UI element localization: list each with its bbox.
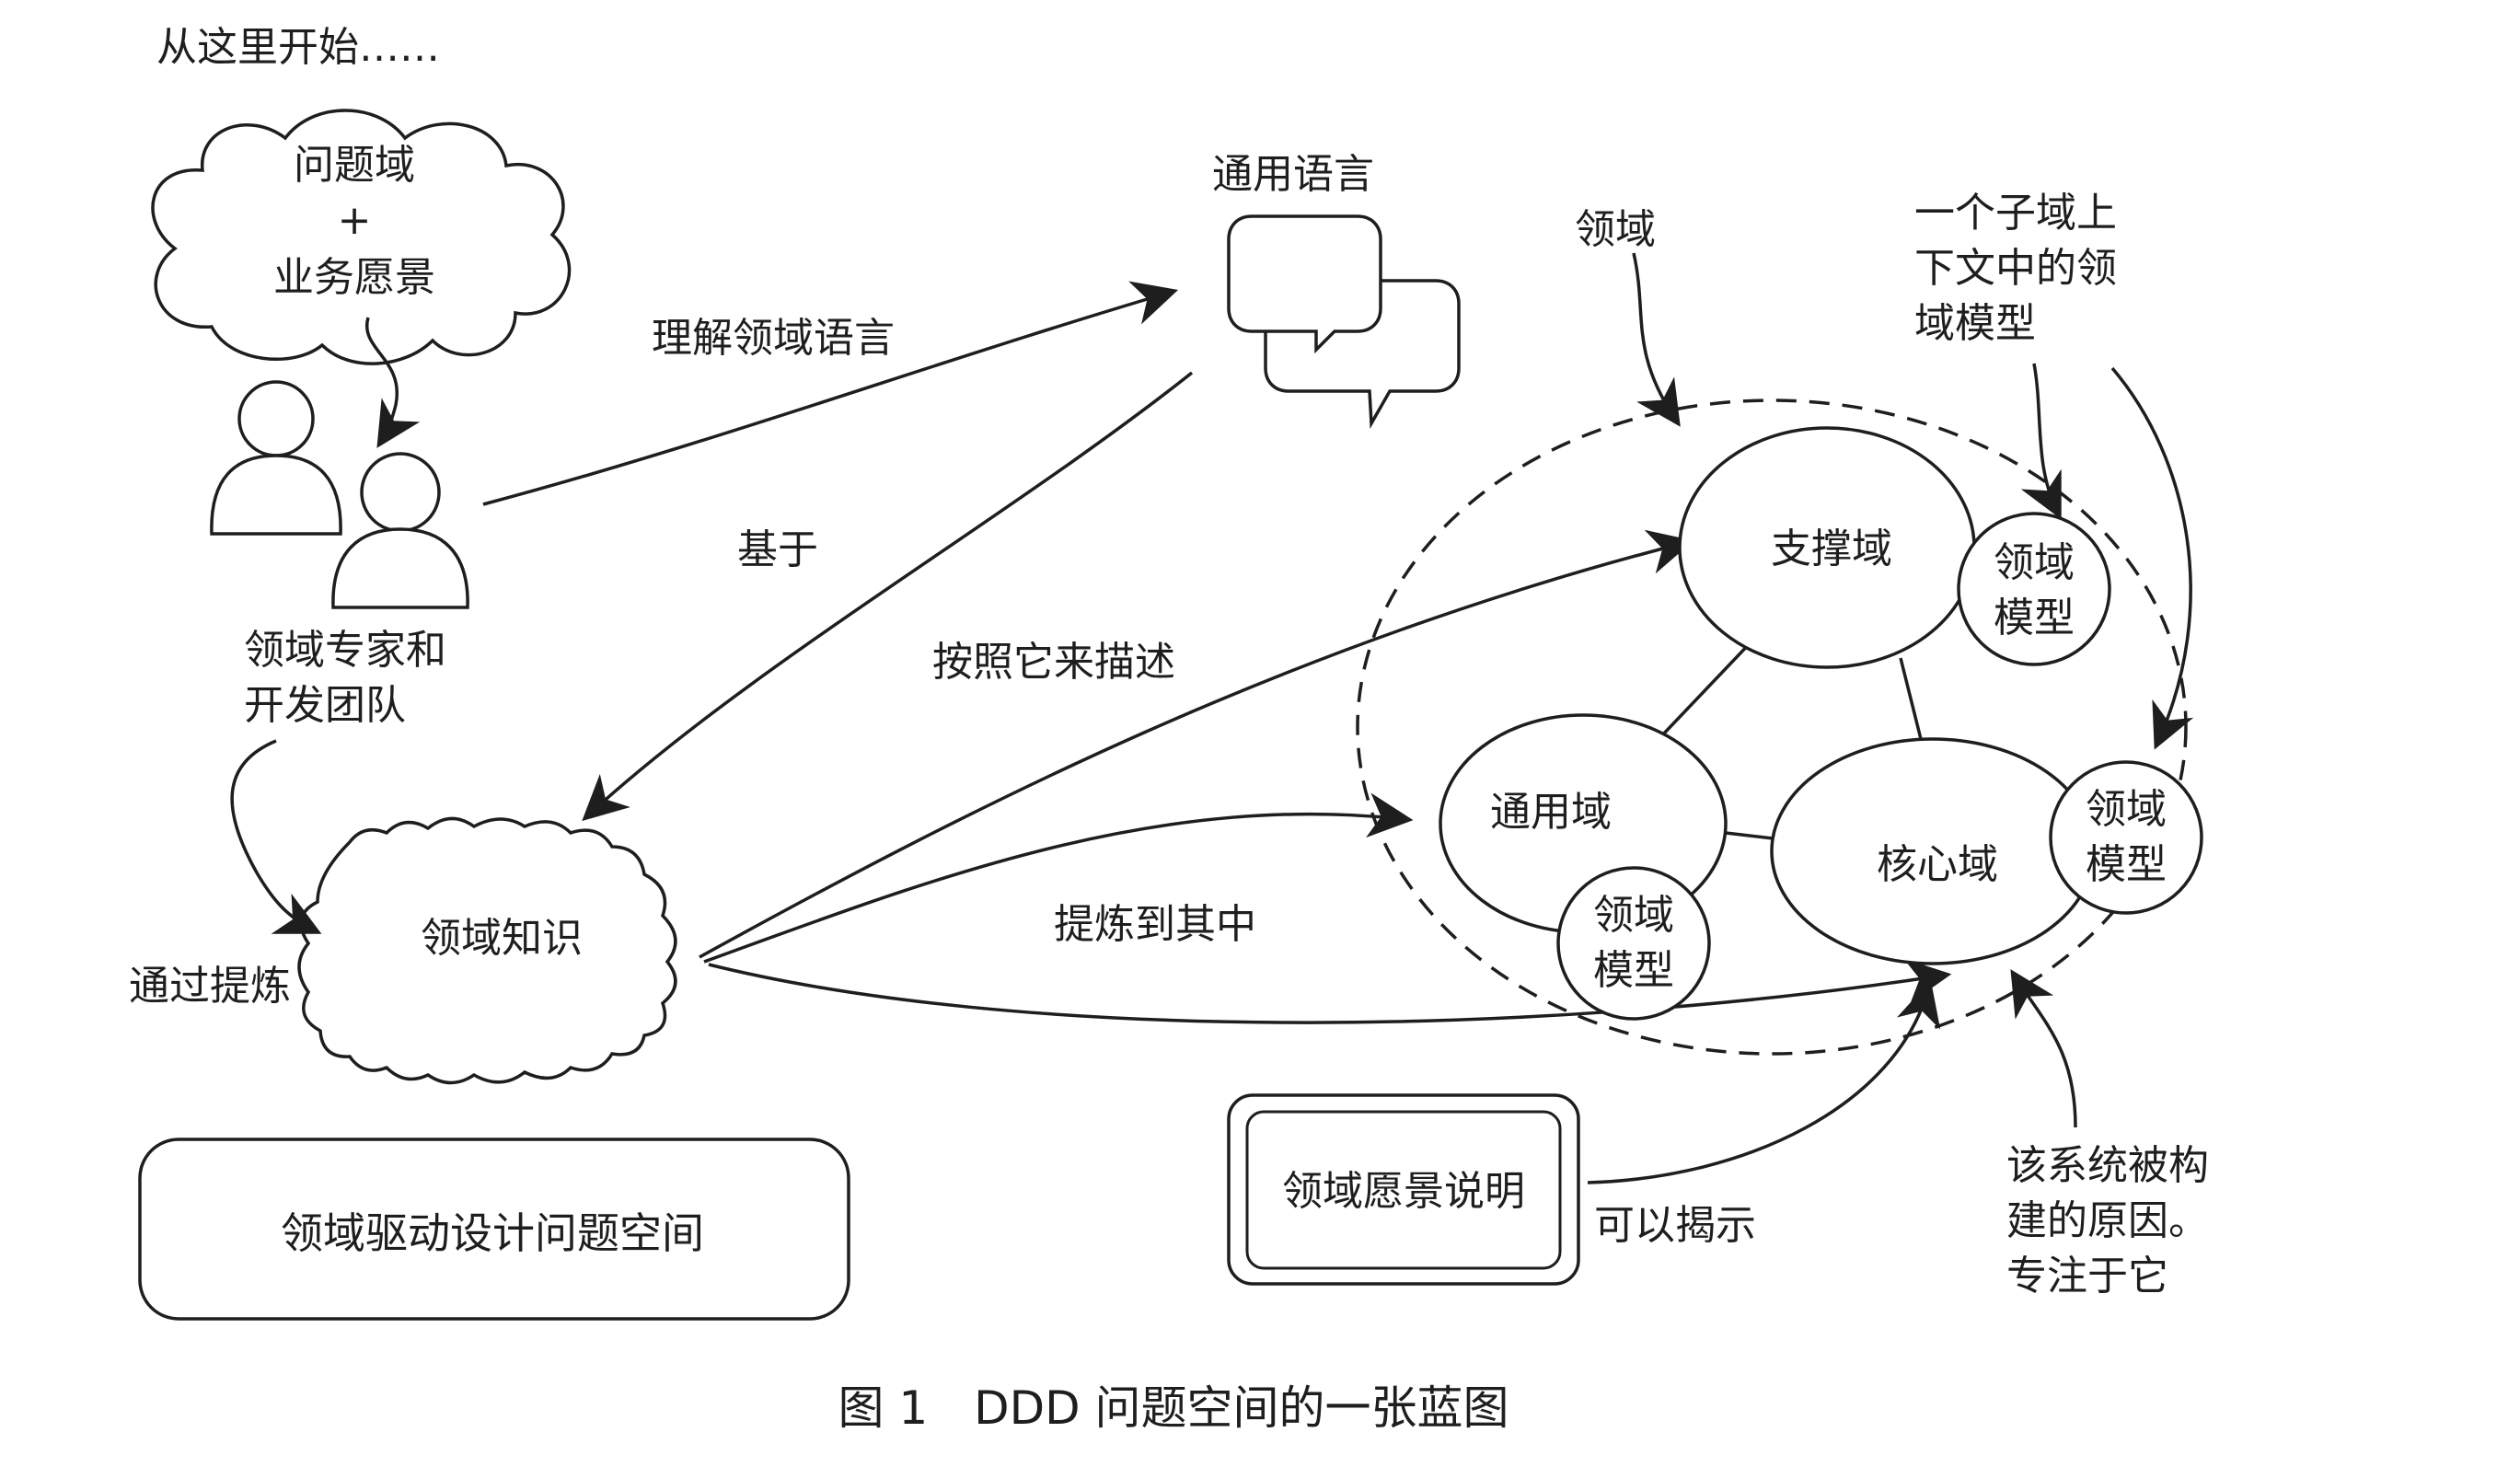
based-on-arrow xyxy=(582,371,1194,822)
subdomain-note-line3: 域模型 xyxy=(1914,300,2036,347)
reason-note-line1: 该系统被构 xyxy=(2006,1142,2209,1189)
understand-language-arrow xyxy=(482,281,1179,506)
figure-caption: 图 1 DDD 问题空间的一张蓝图 xyxy=(838,1381,1509,1435)
core-model-line1: 领域 xyxy=(2086,786,2167,833)
via-refinement-arrow xyxy=(230,739,322,934)
generic-model-line1: 领域 xyxy=(1593,892,1674,939)
problem-cloud-line2: + xyxy=(337,197,372,244)
problem-cloud-line3: 业务愿景 xyxy=(273,254,435,301)
based-on-label: 基于 xyxy=(737,526,818,573)
experts-line2: 开发团队 xyxy=(244,682,406,729)
experts-line1: 领域专家和 xyxy=(244,627,446,674)
support-core-link xyxy=(1899,657,1925,751)
can-reveal-arrow xyxy=(1587,979,1941,1184)
core-domain-label: 核心域 xyxy=(1877,841,1998,888)
core-model-line2: 模型 xyxy=(2086,841,2167,888)
can-reveal-label: 可以揭示 xyxy=(1594,1202,1756,1249)
supporting-model-line1: 领域 xyxy=(1994,539,2075,586)
subdomain-note-arrow-2 xyxy=(2110,366,2194,750)
core-domain-model-circle xyxy=(2049,760,2203,915)
vision-statement-outer-box xyxy=(1227,1093,1580,1286)
domain-knowledge-cloud xyxy=(297,816,677,1085)
understand-language-label: 理解领域语言 xyxy=(652,315,895,362)
problem-cloud-line1: 问题域 xyxy=(294,142,415,189)
reason-note-line2: 建的原因。 xyxy=(2006,1197,2209,1244)
speech-bubbles-icon xyxy=(1227,214,1461,429)
to-core-domain-arrow xyxy=(708,958,1952,1024)
cloud-to-experts-arrow xyxy=(364,317,421,448)
problem-space-title: 领域驱动设计问题空间 xyxy=(281,1208,704,1258)
reason-note-line3: 专注于它 xyxy=(2006,1253,2168,1300)
subdomain-note-line2: 下文中的领 xyxy=(1914,245,2117,292)
subdomain-note-arrow-1 xyxy=(2020,363,2062,520)
generic-domain-model-circle xyxy=(1556,866,1711,1021)
domain-label: 领域 xyxy=(1575,206,1656,253)
vision-statement-label: 领域愿景说明 xyxy=(1282,1168,1525,1215)
generic-domain-label: 通用域 xyxy=(1490,789,1612,836)
refined-into-arrow xyxy=(703,792,1414,964)
supporting-domain-model-circle xyxy=(1957,512,2111,666)
problem-domain-cloud xyxy=(151,109,572,365)
described-by-arrow xyxy=(699,529,1694,959)
support-generic-link xyxy=(1659,638,1755,738)
described-by-label: 按照它来描述 xyxy=(932,639,1175,686)
people-icon xyxy=(210,380,469,609)
domain-label-arrow xyxy=(1632,252,1681,427)
start-text: 从这里开始…… xyxy=(156,24,440,71)
supporting-domain-label: 支撑域 xyxy=(1771,526,1892,572)
supporting-model-line2: 模型 xyxy=(1994,595,2075,641)
subdomain-note-line1: 一个子域上 xyxy=(1914,190,2117,237)
generic-model-line2: 模型 xyxy=(1593,947,1674,994)
ubiquitous-language-label: 通用语言 xyxy=(1212,151,1374,198)
vision-statement-inner-box xyxy=(1245,1110,1562,1270)
via-refinement-label: 通过提炼 xyxy=(129,963,291,1010)
refined-into-label: 提炼到其中 xyxy=(1054,901,1256,948)
problem-space-box xyxy=(138,1138,850,1321)
domain-knowledge-label: 领域知识 xyxy=(421,915,583,962)
reason-note-arrow xyxy=(2010,969,2077,1128)
